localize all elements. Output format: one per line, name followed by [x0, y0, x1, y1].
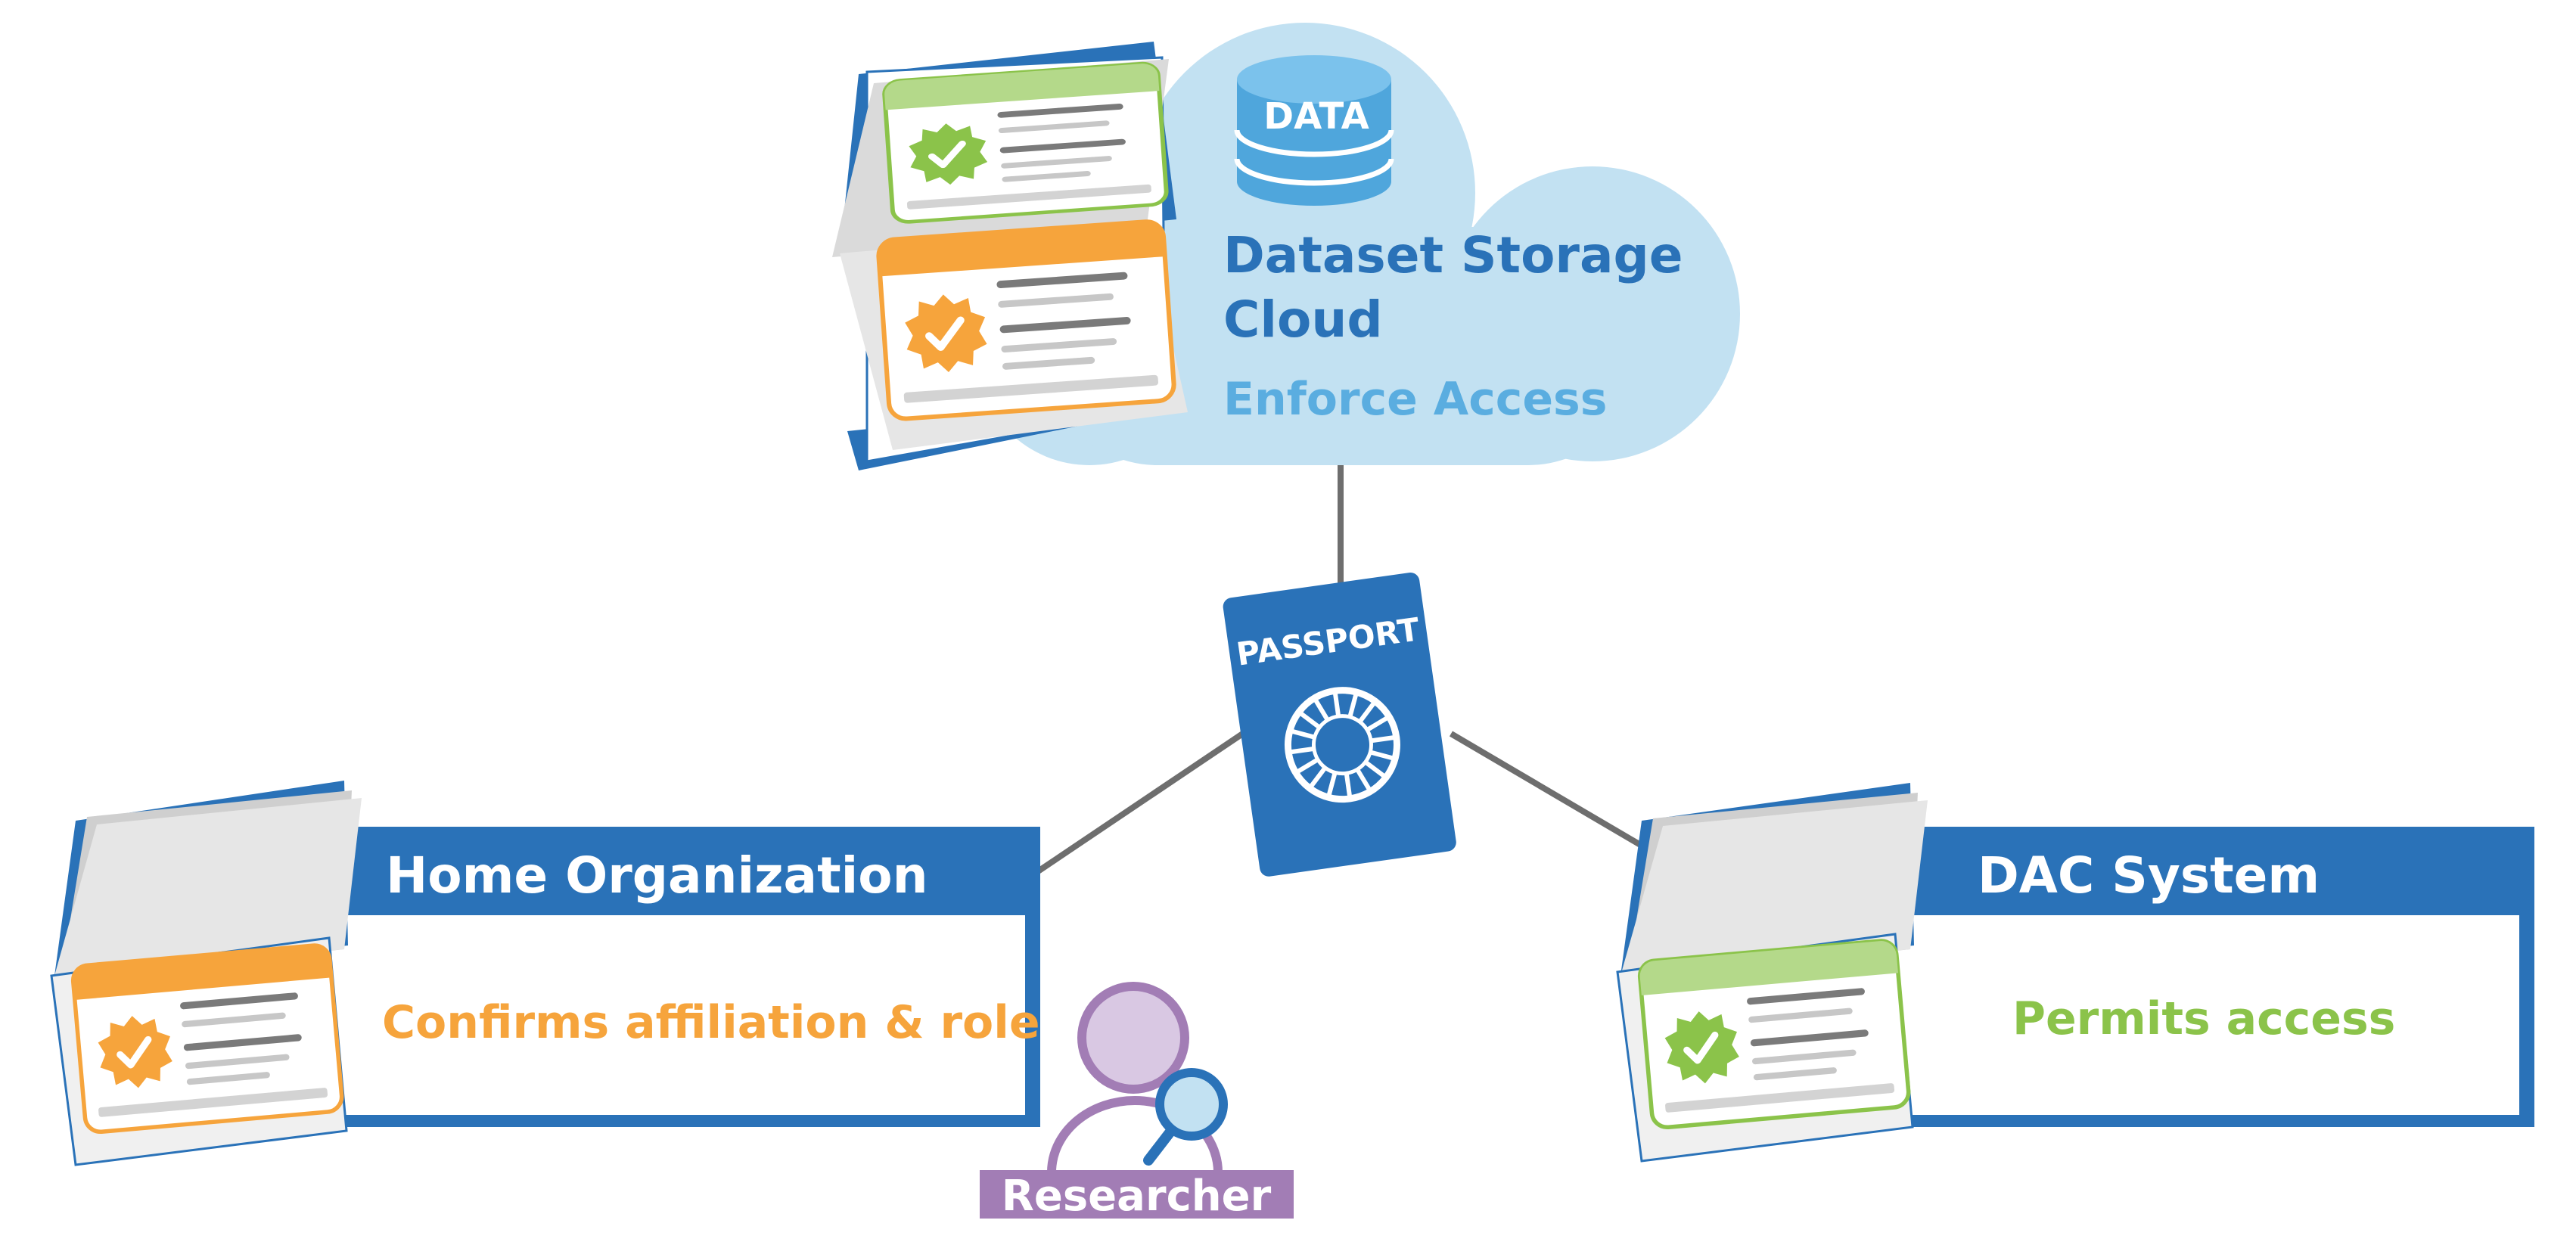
researcher-label: Researcher	[1002, 1172, 1272, 1221]
credential-card-orange-home	[70, 943, 344, 1135]
home-organization-folder	[50, 781, 362, 1166]
dac-system-panel: DAC System Permits access	[1880, 827, 2534, 1127]
passport-emblem-icon	[1284, 687, 1400, 803]
cloud-subtitle: Enforce Access	[1223, 373, 1607, 426]
passport-folder-open	[832, 42, 1188, 470]
dac-system-description: Permits access	[2012, 992, 2395, 1045]
researcher-badge	[980, 1170, 1294, 1219]
magnifier-icon	[1143, 1068, 1228, 1166]
dac-system-folder	[1616, 783, 1928, 1163]
database-icon: DATA	[1234, 55, 1394, 206]
connector-lines	[1036, 463, 1644, 874]
database-label: DATA	[1263, 95, 1369, 138]
researcher: Researcher	[980, 982, 1294, 1221]
dataset-storage-cloud: DATA Dataset Storage Cloud Enforce Acces…	[976, 23, 1740, 465]
credential-card-green-dac	[1637, 939, 1911, 1130]
dac-system-title: DAC System	[1978, 846, 2320, 905]
home-organization-description: Confirms affiliation & role	[382, 996, 1040, 1049]
passport: PASSPORT	[1223, 573, 1456, 877]
credential-card-orange-top	[876, 219, 1176, 421]
credential-card-green-top	[882, 61, 1169, 224]
home-organization-panel: Home Organization Confirms affiliation &…	[310, 827, 1040, 1127]
cloud-title-line2: Cloud	[1223, 290, 1383, 349]
cloud-title-line1: Dataset Storage	[1223, 226, 1683, 284]
home-organization-title: Home Organization	[386, 846, 928, 905]
